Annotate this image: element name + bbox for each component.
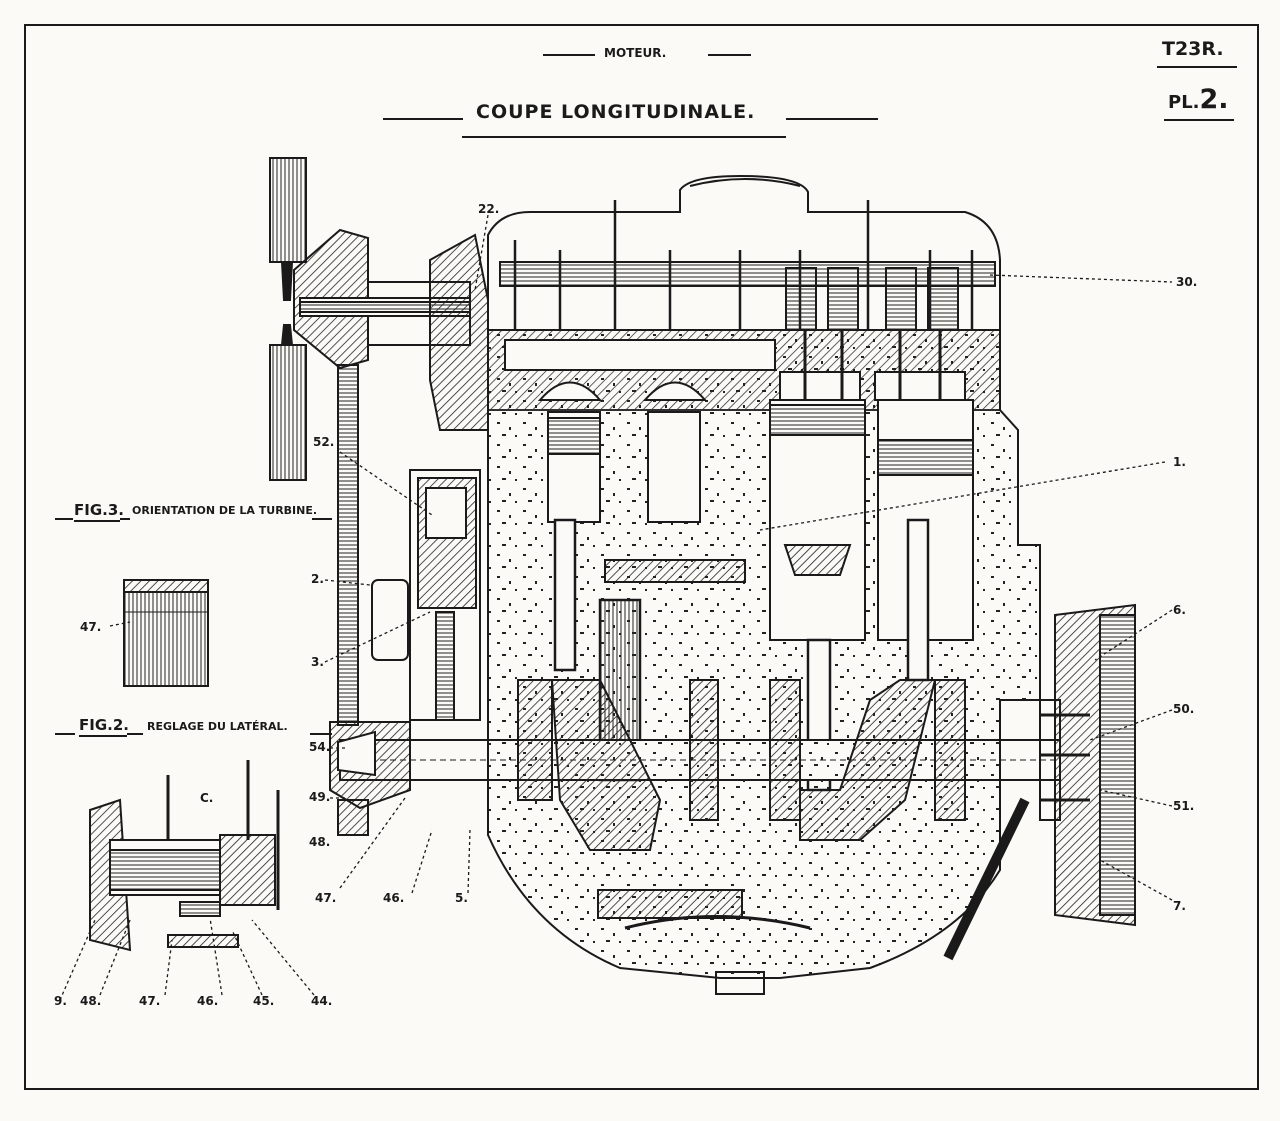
dipstick-tube bbox=[943, 797, 1030, 961]
fig3-rule-right bbox=[312, 518, 332, 520]
title-rule-right bbox=[786, 118, 878, 120]
title-rule-left bbox=[383, 118, 463, 120]
section-title: MOTEUR. bbox=[604, 46, 667, 60]
fig2-rule-mid bbox=[127, 733, 143, 735]
valves bbox=[803, 330, 942, 400]
callout-30: 30. bbox=[1176, 275, 1198, 289]
fig2-callout-c: C. bbox=[200, 791, 214, 805]
fig3-number: FIG.3. bbox=[74, 501, 124, 519]
fig2-callout-45: 45. bbox=[253, 994, 275, 1008]
fig3-callout-47: 47. bbox=[80, 620, 102, 634]
fig2-lateral-drawing bbox=[89, 760, 280, 952]
callout-7: 7. bbox=[1173, 899, 1186, 913]
fan-hub-pulley bbox=[293, 228, 471, 370]
fan-belt bbox=[337, 364, 359, 726]
model-code: T23R. bbox=[1162, 38, 1224, 60]
section-rule-left bbox=[543, 54, 595, 56]
fig2-rule-left bbox=[55, 733, 75, 735]
oil-strainer bbox=[624, 915, 811, 930]
callout-48: 48. bbox=[309, 835, 331, 849]
plate-prefix: PL. bbox=[1168, 92, 1200, 113]
callout-6: 6. bbox=[1173, 603, 1186, 617]
rocker-shaft bbox=[499, 261, 996, 287]
fig2-callout-47: 47. bbox=[139, 994, 161, 1008]
callout-1: 1. bbox=[1173, 455, 1186, 469]
callout-2: 2. bbox=[311, 572, 324, 586]
plate-number: 2. bbox=[1199, 84, 1229, 115]
water-pump-housing bbox=[409, 469, 481, 721]
callout-50: 50. bbox=[1173, 702, 1195, 716]
drain-plug bbox=[715, 971, 765, 995]
callout-47: 47. bbox=[315, 891, 337, 905]
flywheel bbox=[1039, 603, 1136, 927]
plate-label: PL.2. bbox=[1168, 86, 1229, 113]
callout-3: 3. bbox=[311, 655, 324, 669]
fig2-callout-44: 44. bbox=[311, 994, 333, 1008]
oil-sump bbox=[487, 740, 1001, 979]
title-underline bbox=[462, 136, 786, 138]
model-underline bbox=[1157, 66, 1237, 68]
fig2-number: FIG.2. bbox=[79, 716, 129, 734]
camshaft bbox=[604, 559, 746, 583]
fig2-callout-9: 9. bbox=[54, 994, 67, 1008]
fig3-rule-mid bbox=[120, 518, 130, 520]
fan-blades bbox=[269, 157, 307, 481]
fig2-callout-48: 48. bbox=[80, 994, 102, 1008]
rocker-cover bbox=[487, 174, 1001, 331]
page-title: COUPE LONGITUDINALE. bbox=[476, 101, 756, 123]
oil-pump bbox=[597, 889, 743, 919]
fig2-callout-46: 46. bbox=[197, 994, 219, 1008]
fig2-number-underline bbox=[79, 735, 127, 737]
fig2-rule-right bbox=[310, 733, 332, 735]
callout-22: 22. bbox=[478, 202, 500, 216]
callout-52: 52. bbox=[313, 435, 335, 449]
plate-underline bbox=[1164, 119, 1234, 121]
fig3-number-underline bbox=[74, 520, 120, 522]
chain bbox=[435, 611, 455, 721]
drawing-sheet-border bbox=[24, 24, 1259, 1090]
leader-lines bbox=[59, 214, 1173, 1001]
dynamo-pulley bbox=[371, 579, 409, 661]
callout-51: 51. bbox=[1173, 799, 1195, 813]
callout-54: 54. bbox=[309, 740, 331, 754]
fig3-caption: ORIENTATION DE LA TURBINE. bbox=[132, 504, 318, 517]
fig3-rule-left bbox=[55, 518, 73, 520]
fig2-caption: REGLAGE DU LATÉRAL. bbox=[147, 720, 288, 733]
callout-5: 5. bbox=[455, 891, 468, 905]
callout-46: 46. bbox=[383, 891, 405, 905]
section-rule-right bbox=[708, 54, 751, 56]
fig3-turbine-drawing bbox=[123, 579, 209, 687]
callout-49: 49. bbox=[309, 790, 331, 804]
